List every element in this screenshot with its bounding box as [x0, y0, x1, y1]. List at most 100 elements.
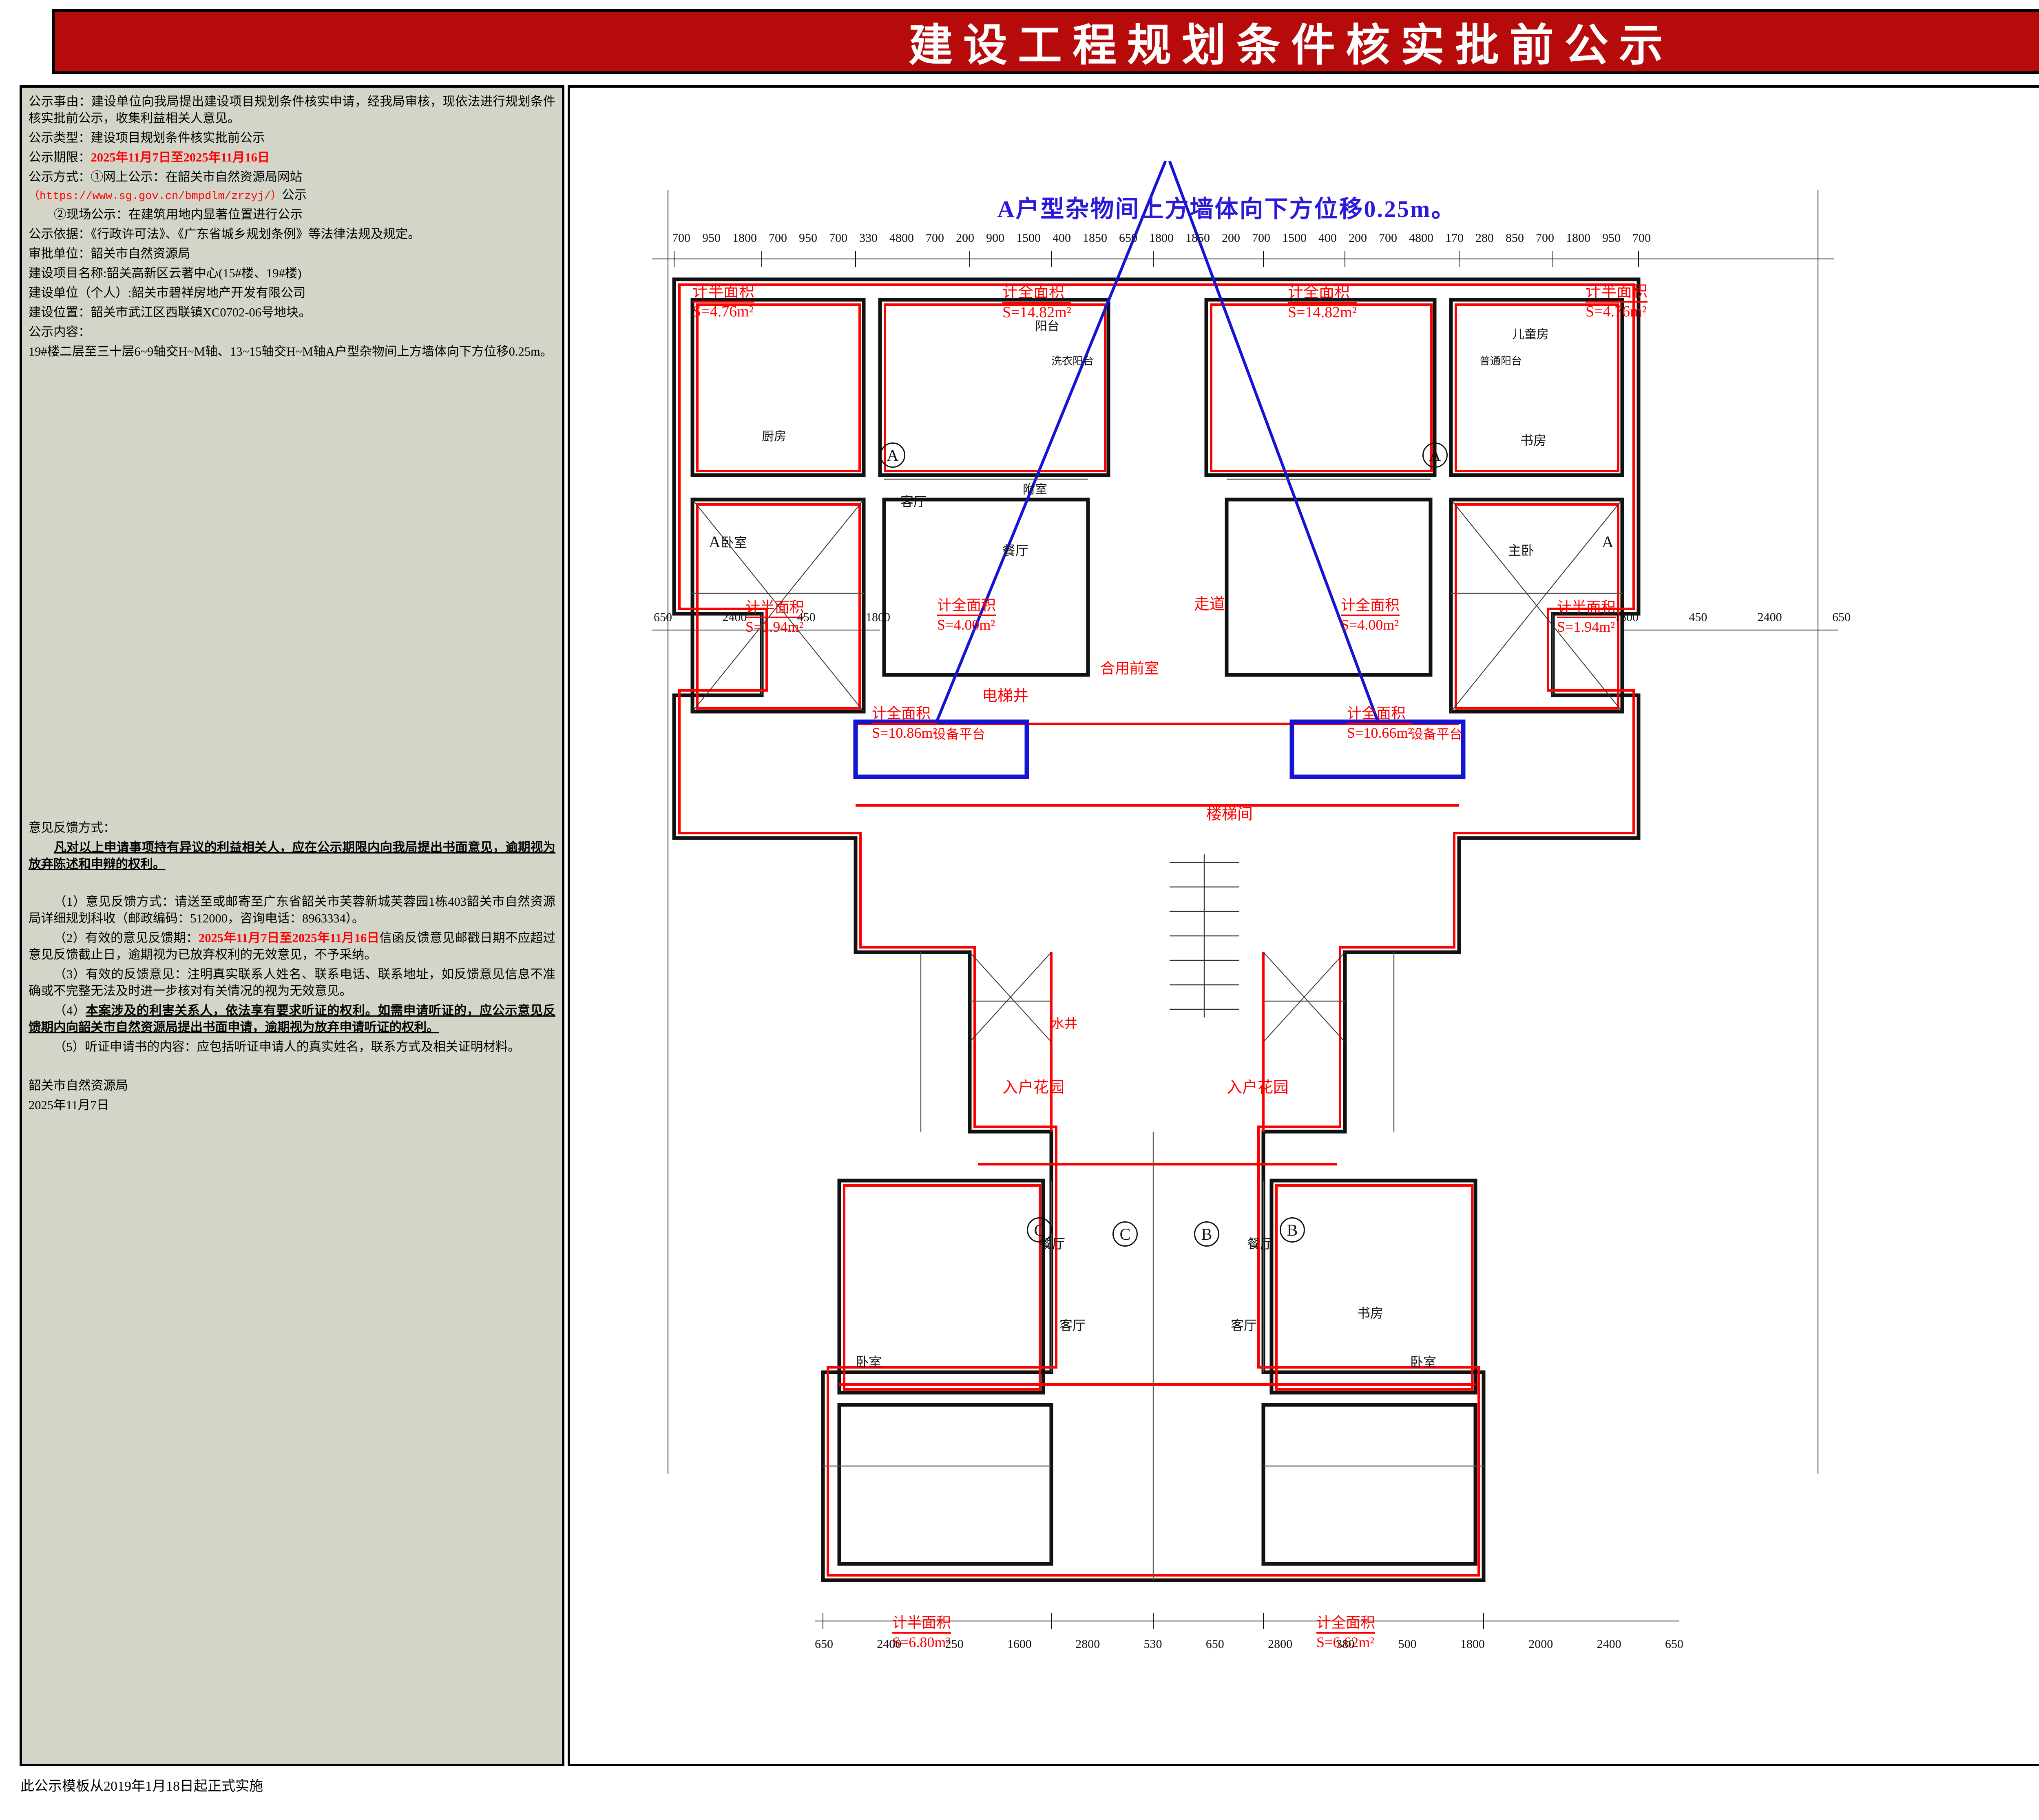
dim-top-28: 1800 — [1566, 231, 1590, 245]
dim-bot-6: 650 — [1205, 1637, 1224, 1651]
discrepancy-boxes — [853, 719, 1466, 779]
area-tag-8: 计全面积 S=10.86m² — [872, 701, 938, 741]
dim-bot-13: 650 — [1665, 1637, 1683, 1651]
notice-period-label: 公示期限： — [29, 150, 91, 164]
area-tag-3-label: 计半面积 — [1586, 283, 1648, 300]
feedback-title: 意见反馈方式： — [29, 821, 116, 835]
feedback-item-4-inner: （4）本案涉及的利害关系人，依法享有要求听证的权利。如需申请听证的，应公示意见反… — [29, 1002, 555, 1036]
content-frame: 公示事由：建设单位向我局提出建设项目规划条件核实申请，经我局审核，现依法进行规划… — [16, 82, 2039, 1766]
dim-top-0: 700 — [672, 231, 690, 245]
room-label-kitchen: 厨房 — [762, 430, 786, 443]
notice-location-value: 韶关市武江区西联镇XC0702-06号地块。 — [91, 305, 312, 319]
floor-plan-svg — [570, 88, 2039, 1764]
room-label-kids-room: 儿童房 — [1512, 328, 1549, 341]
dim-top-30: 700 — [1632, 231, 1651, 245]
dim-top-23: 4800 — [1409, 231, 1433, 245]
notice-website-url[interactable]: （https://www.sg.gov.cn/bmpdlm/zrzyj/） — [29, 190, 282, 203]
dim-bot-3: 1600 — [1007, 1637, 1032, 1651]
room-label-living-room-left: 客厅 — [900, 494, 927, 509]
dim-mid-5: 450 — [1689, 610, 1707, 624]
notice-approver-label: 审批单位： — [29, 247, 91, 261]
interior-partitions — [692, 478, 1622, 1580]
area-tag-7-value: S=1.94m² — [1557, 617, 1616, 635]
area-tag-11: 计全面积 S=6.62m² — [1316, 1611, 1376, 1651]
notice-project-label: 建设项目名称: — [29, 266, 107, 280]
area-tag-2-label: 计全面积 — [1288, 284, 1350, 301]
dim-bot-0: 650 — [815, 1637, 833, 1651]
dim-top-18: 700 — [1252, 231, 1270, 245]
notice-location-label: 建设位置： — [29, 305, 91, 319]
room-label-living-lower-right: 客厅 — [1231, 1318, 1257, 1333]
feedback-item-5: （5）听证申请书的内容：应包括听证申请人的真实姓名，联系方式及相关证明材料。 — [29, 1039, 555, 1055]
room-label-stairwell: 楼梯间 — [1206, 806, 1253, 823]
unit-badge-c-right: C — [1112, 1221, 1138, 1247]
area-tag-1-label: 计全面积 — [1002, 284, 1065, 301]
dim-top-26: 850 — [1506, 231, 1524, 245]
feedback-item-2-text: 信函反馈意见邮戳日期不应超过意见反馈截止日，逾期视为已放弃权利的无效意见，不予采… — [29, 931, 556, 962]
shaft-hatching — [692, 499, 1623, 1042]
dim-bot-4: 2800 — [1075, 1637, 1100, 1651]
dim-mid-2: 450 — [797, 610, 816, 624]
notice-approver: 审批单位：韶关市自然资源局 — [29, 245, 555, 262]
feedback-lead: 凡对以上申请事项持有异议的利益相关人，应在公示期限内向我局提出书面意见，逾期视为… — [29, 839, 555, 873]
notice-reason: 公示事由：建设单位向我局提出建设项目规划条件核实申请，经我局审核，现依法进行规划… — [29, 93, 555, 127]
notice-developer: 建设单位（个人）:韶关市碧祥房地产开发有限公司 — [29, 285, 555, 301]
notice-reason-text: 建设单位向我局提出建设项目规划条件核实申请，经我局审核，现依法进行规划条件核实批… — [29, 95, 556, 125]
area-tag-9-value: S=10.66m² — [1347, 723, 1413, 741]
area-tag-4-value: S=1.94m² — [745, 617, 805, 635]
dim-top-1: 950 — [702, 231, 721, 245]
area-tag-0-value: S=4.76m² — [692, 301, 755, 321]
dim-top-12: 400 — [1053, 231, 1071, 245]
dim-top-4: 950 — [799, 231, 817, 245]
notice-reason-label: 公示事由： — [29, 95, 91, 108]
dim-bot-8: 380 — [1336, 1637, 1355, 1651]
notice-project-value: 韶关高新区云著中心(15#楼、19#楼) — [106, 266, 302, 280]
area-tag-2: 计全面积 S=14.82m² — [1288, 279, 1357, 321]
dim-top-21: 200 — [1349, 231, 1367, 245]
dim-top-15: 1800 — [1149, 231, 1174, 245]
room-label-dining-lower-right: 餐厅 — [1247, 1236, 1274, 1251]
feedback-item-5-inner: （5）听证申请书的内容：应包括听证申请人的真实姓名，联系方式及相关证明材料。 — [29, 1039, 555, 1055]
dimension-row-mid-right: 1800 450 2400 650 — [1614, 610, 1851, 624]
notice-period-value: 2025年11月7日至2025年11月16日 — [91, 150, 270, 164]
feedback-item-3: （3）有效的反馈意见：注明真实联系人姓名、联系电话、联系地址，如反馈意见信息不准… — [29, 966, 555, 1000]
dim-top-14: 650 — [1119, 231, 1137, 245]
area-tag-5-label: 计全面积 — [937, 597, 996, 613]
title-banner: 建设工程规划条件核实批前公示 — [52, 9, 2039, 74]
area-tag-4: 计半面积 S=1.94m² — [745, 595, 805, 635]
feedback-item-2-date: 2025年11月7日至2025年11月16日 — [198, 931, 380, 945]
room-label-balcony: 阳台 — [1035, 320, 1059, 333]
area-tag-1: 计全面积 S=14.82m² — [1002, 279, 1072, 321]
feedback-item-1-inner: （1）意见反馈方式：请送至或邮寄至广东省韶关市芙蓉新城芙蓉园1栋403韶关市自然… — [29, 893, 555, 927]
unit-badge-a-left: A — [880, 442, 905, 468]
area-tag-8-label: 计全面积 — [872, 705, 931, 721]
room-label-dining-left: 餐厅 — [1002, 543, 1029, 558]
dim-mid-0: 650 — [654, 610, 672, 624]
dim-top-19: 1500 — [1282, 231, 1307, 245]
annotation-leader-lines — [935, 160, 1379, 721]
room-label-bedroom-lower-left: 卧室 — [856, 1355, 882, 1369]
feedback-item-4-text: 本案涉及的利害关系人，依法享有要求听证的权利。如需申请听证的，应公示意见反馈期内… — [29, 1004, 556, 1034]
room-label-entry-garden-right: 入户花园 — [1227, 1079, 1289, 1096]
notice-developer-label: 建设单位（个人）: — [29, 286, 132, 300]
dim-top-22: 700 — [1379, 231, 1397, 245]
feedback-item-3-prefix: （3）有效的反馈意见： — [54, 967, 188, 981]
notice-approver-value: 韶关市自然资源局 — [91, 247, 190, 261]
room-label-equipment-platform-left: 设备平台 — [933, 727, 986, 741]
dimension-ticks — [674, 251, 1639, 1629]
area-tag-11-value: S=6.62m² — [1316, 1632, 1376, 1651]
area-tag-10: 计半面积 S=6.80m² — [892, 1611, 951, 1651]
unit-badge-b-left: B — [1194, 1221, 1219, 1247]
area-tag-6-label: 计全面积 — [1341, 597, 1400, 613]
area-tag-5: 计全面积 S=4.00m² — [937, 593, 996, 633]
dim-top-17: 200 — [1222, 231, 1240, 245]
feedback-item-1: （1）意见反馈方式：请送至或邮寄至广东省韶关市芙蓉新城芙蓉园1栋403韶关市自然… — [29, 893, 555, 927]
area-tag-3: 计半面积 S=4.76m² — [1586, 279, 1648, 321]
feedback-lead-text: 凡对以上申请事项持有异议的利益相关人，应在公示期限内向我局提出书面意见，逾期视为… — [29, 840, 555, 871]
room-label-bedroom-left: 卧室 — [721, 535, 747, 550]
room-label-corridor: 走道 — [1194, 596, 1225, 613]
feedback-item-1-prefix: （1）意见反馈方式： — [54, 895, 175, 909]
dim-top-11: 1500 — [1016, 231, 1041, 245]
unit-badge-c-left: C — [1027, 1217, 1052, 1243]
area-tag-11-label: 计全面积 — [1316, 1614, 1376, 1631]
